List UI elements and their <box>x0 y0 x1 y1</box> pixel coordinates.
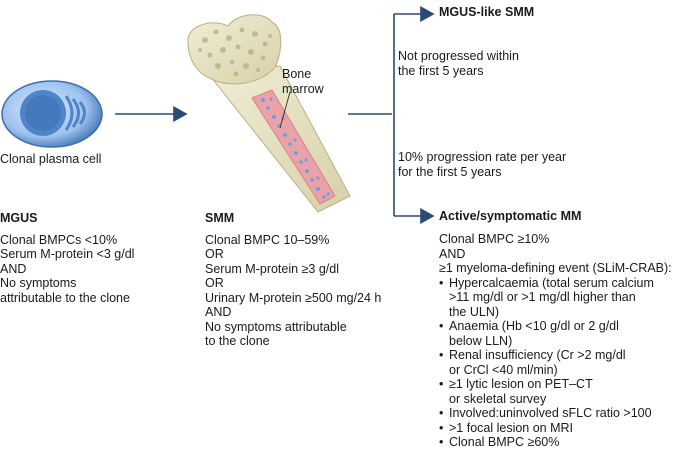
smm-line: OR <box>205 247 224 261</box>
mgus-line: No symptoms <box>0 276 77 290</box>
slim-crab-item: Hypercalcaemia (total serum calcium >11 … <box>439 276 672 320</box>
slim-crab-list: Hypercalcaemia (total serum calcium >11 … <box>439 276 672 450</box>
smm-criteria: SMM Clonal BMPC 10–59% OR Serum M-protei… <box>205 211 381 349</box>
smm-title: SMM <box>205 211 235 225</box>
smm-line: AND <box>205 305 232 319</box>
branch-arrows <box>348 6 435 224</box>
mm-line: AND <box>439 246 466 261</box>
slim-crab-item: >1 focal lesion on MRI <box>439 421 672 436</box>
mm-line: Clonal BMPC ≥10% <box>439 232 550 246</box>
mm-line: ≥1 myeloma-defining event (SLiM-CRAB): <box>439 261 672 275</box>
slim-crab-item: Renal insufficiency (Cr >2 mg/dl or CrCl… <box>439 348 672 377</box>
smm-line: to the clone <box>205 334 270 348</box>
plasma-cell-illustration <box>1 80 103 148</box>
plasma-cell-label: Clonal plasma cell <box>0 152 102 166</box>
mgus-line: Serum M-protein <3 g/dl <box>0 247 135 261</box>
smm-line: Serum M-protein ≥3 g/dl <box>205 261 339 276</box>
smm-line: OR <box>205 276 224 290</box>
slim-crab-item: ≥1 lytic lesion on PET–CT or skeletal su… <box>439 377 672 406</box>
mgus-line: AND <box>0 261 27 276</box>
mgus-title: MGUS <box>0 211 38 225</box>
smm-line: Urinary M-protein ≥500 mg/24 h <box>205 290 382 305</box>
mgus-line: Clonal BMPCs <10% <box>0 232 118 247</box>
top-branch-note: Not progressed within the first 5 years <box>398 49 519 78</box>
smm-line: No symptoms attributable <box>205 319 347 334</box>
bottom-branch-note: 10% progression rate per year for the fi… <box>398 150 567 179</box>
slim-crab-item: Clonal BMPC ≥60% <box>439 435 672 450</box>
slim-crab-item: Involved:uninvolved sFLC ratio >100 <box>439 406 672 421</box>
bone-marrow-label: Bone marrow <box>282 67 324 96</box>
smm-line: Clonal BMPC 10–59% <box>205 232 330 247</box>
slim-crab-item: Anaemia (Hb <10 g/dl or 2 g/dl below LLN… <box>439 319 672 348</box>
bone-illustration <box>187 14 351 213</box>
mm-criteria: Clonal BMPC ≥10% AND ≥1 myeloma-defining… <box>439 232 672 450</box>
mgus-like-smm-title: MGUS-like SMM <box>439 5 535 19</box>
mgus-criteria: MGUS Clonal BMPCs <10% Serum M-protein <… <box>0 211 134 305</box>
active-mm-title: Active/symptomatic MM <box>439 209 582 223</box>
mgus-line: attributable to the clone <box>0 290 130 305</box>
